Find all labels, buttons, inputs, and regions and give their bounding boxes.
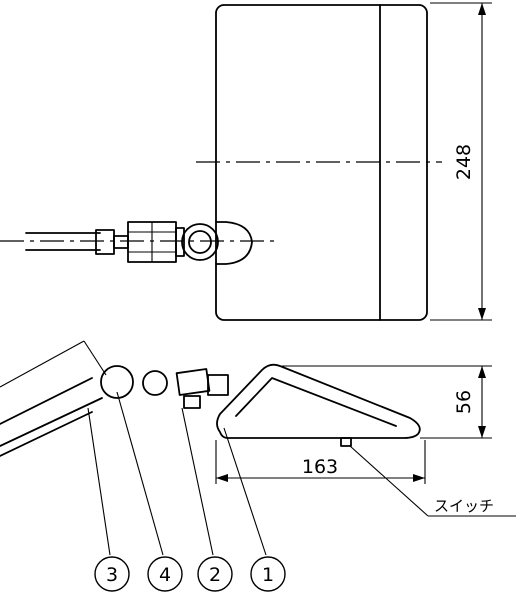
joint-2-housing [175, 368, 211, 396]
joint-1-collar [207, 374, 229, 396]
balloon-part-4: 4 [147, 556, 183, 592]
joint-3-hub [142, 370, 168, 396]
balloon-part-1-number: 1 [262, 564, 274, 586]
balloon-part-3: 3 [94, 556, 130, 592]
height-arrow-top [478, 3, 486, 15]
pivot-joint-inner [188, 230, 212, 254]
pivot-joint-outer [181, 223, 219, 261]
leader-part-3 [87, 407, 111, 556]
connector-collar [175, 227, 185, 257]
pivot-housing [215, 221, 253, 265]
balloon-part-3-number: 3 [106, 564, 118, 586]
arm-dimension-extension [83, 340, 107, 376]
joint-4 [100, 365, 134, 399]
balloon-part-2-number: 2 [209, 564, 221, 586]
width-arrow-right [413, 474, 425, 482]
part-balloons: 3 4 2 1 [94, 556, 286, 592]
side-arm-under [0, 411, 93, 457]
height-dimension-label: 248 [453, 144, 475, 180]
depth-dimension-label: 56 [453, 390, 475, 414]
balloon-part-2: 2 [197, 556, 233, 592]
switch-leader [349, 445, 429, 517]
depth-arrow-bottom [478, 426, 486, 438]
side-view: 56 163 スイッチ [0, 340, 516, 556]
connector-neck [113, 235, 129, 249]
side-arm-lower [0, 397, 103, 447]
side-arm-upper [0, 377, 93, 425]
joint-2-tab [183, 395, 201, 409]
height-arrow-bottom [478, 308, 486, 320]
top-view: 248 [0, 2, 492, 321]
reflector-body [216, 363, 421, 439]
balloon-part-1: 1 [250, 556, 286, 592]
width-arrow-left [216, 474, 228, 482]
leader-part-1 [223, 427, 267, 556]
depth-arrow-top [478, 366, 486, 378]
leader-part-2 [181, 407, 214, 556]
switch-button [340, 437, 352, 447]
switch-label: スイッチ [434, 497, 494, 515]
leader-part-4 [116, 391, 164, 556]
width-dimension-label: 163 [302, 456, 338, 478]
balloon-part-4-number: 4 [159, 564, 171, 586]
reflector-inner [235, 377, 397, 427]
arm-dimension-line [0, 340, 85, 388]
